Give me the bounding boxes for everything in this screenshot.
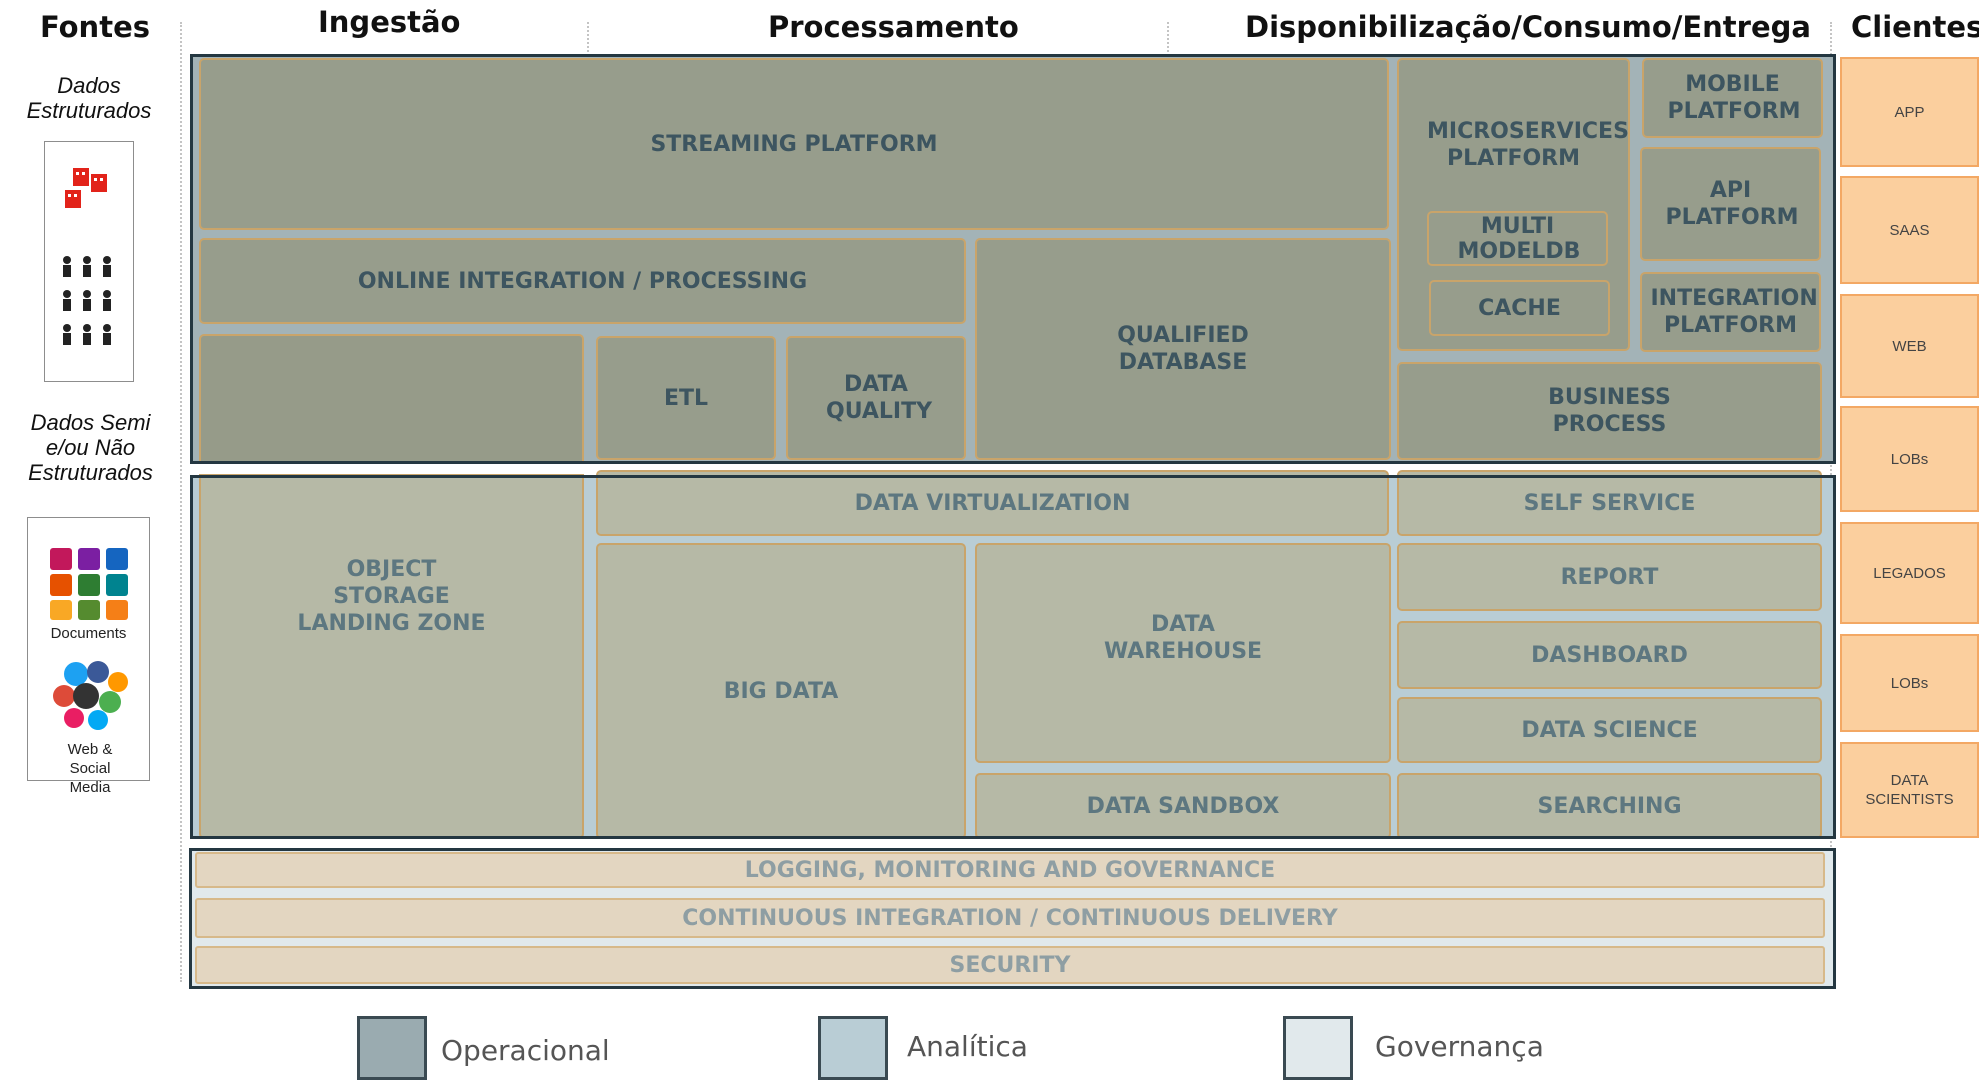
- web-social-caption: Web & Social Media: [67, 741, 113, 796]
- object-storage-top-box: [199, 334, 584, 464]
- searching-label: SEARCHING: [1537, 793, 1682, 819]
- client-legados: LEGADOS: [1840, 522, 1979, 624]
- self-service-box: SELF SERVICE: [1397, 470, 1822, 536]
- report-box: REPORT: [1397, 543, 1822, 611]
- unstructured-sources-panel: Documents Web & Social Media: [27, 517, 150, 796]
- client-web: WEB: [1840, 294, 1979, 398]
- data-virtualization-box: DATA VIRTUALIZATION: [596, 470, 1389, 536]
- data-science-box: DATA SCIENCE: [1397, 697, 1822, 763]
- etl-box: ETL: [596, 336, 776, 460]
- data-virtualization-label: DATA VIRTUALIZATION: [854, 490, 1131, 516]
- client-app: APP: [1840, 57, 1979, 167]
- logging-governance-label: LOGGING, MONITORING AND GOVERNANCE: [744, 857, 1276, 883]
- legend-label-analitica: Analítica: [907, 1030, 1028, 1063]
- document-app-icons: [50, 548, 128, 620]
- report-label: REPORT: [1560, 564, 1659, 590]
- client-saas-label: SAAS: [1889, 221, 1930, 239]
- searching-box: SEARCHING: [1397, 773, 1822, 839]
- multi-modeldb-box: MULTI MODELDB: [1427, 211, 1608, 266]
- cicd-bar: CONTINUOUS INTEGRATION / CONTINUOUS DELI…: [195, 898, 1825, 938]
- legend-swatch-analitica: [818, 1016, 888, 1080]
- analytical-frame: [190, 475, 1836, 839]
- client-app-label: APP: [1894, 103, 1925, 121]
- integration-platform-label: INTEGRATION PLATFORM: [1650, 286, 1818, 338]
- header-fontes: Fontes: [40, 10, 150, 44]
- multi-modeldb-label: MULTI MODELDB: [1457, 213, 1581, 264]
- object-storage-label: OBJECT STORAGE LANDING ZONE: [297, 557, 486, 636]
- dashboard-label: DASHBOARD: [1531, 642, 1688, 668]
- social-media-icons: [53, 661, 128, 730]
- people-network-icons: [63, 256, 111, 345]
- governance-frame: [189, 848, 1836, 989]
- building-icons: [65, 168, 107, 208]
- client-legados-label: LEGADOS: [1873, 564, 1946, 582]
- documents-caption: Documents: [50, 625, 127, 642]
- data-warehouse-box: DATA WAREHOUSE: [975, 543, 1391, 763]
- integration-platform-box: INTEGRATION PLATFORM: [1640, 272, 1821, 352]
- business-process-box: BUSINESS PROCESS: [1397, 362, 1822, 460]
- api-platform-box: API PLATFORM: [1640, 147, 1821, 261]
- legend-swatch-governanca: [1283, 1016, 1353, 1080]
- mobile-platform-box: MOBILE PLATFORM: [1642, 58, 1823, 138]
- online-integration-box: ONLINE INTEGRATION / PROCESSING: [199, 238, 966, 324]
- microservices-platform-label: MICROSERVICES PLATFORM: [1427, 119, 1629, 171]
- client-data-scientists: DATA SCIENTISTS: [1840, 742, 1979, 838]
- data-sandbox-box: DATA SANDBOX: [975, 773, 1391, 839]
- header-processamento: Processamento: [768, 10, 1019, 44]
- data-quality-label: DATA QUALITY: [826, 372, 933, 424]
- client-lobs: LOBs: [1840, 406, 1979, 512]
- client-lobs-2-label: LOBs: [1890, 674, 1929, 692]
- cicd-label: CONTINUOUS INTEGRATION / CONTINUOUS DELI…: [682, 905, 1338, 931]
- legend-label-governanca: Governança: [1375, 1030, 1544, 1063]
- data-sandbox-label: DATA SANDBOX: [1086, 793, 1280, 819]
- etl-label: ETL: [663, 385, 709, 411]
- cache-label: CACHE: [1478, 295, 1561, 321]
- security-label: SECURITY: [949, 952, 1071, 978]
- header-disponibilizacao: Disponibilização/Consumo/Entrega: [1245, 10, 1811, 44]
- qualified-database-box: QUALIFIED DATABASE: [975, 238, 1391, 460]
- logging-governance-bar: LOGGING, MONITORING AND GOVERNANCE: [195, 852, 1825, 888]
- structured-data-label: Dados Estruturados: [26, 73, 152, 123]
- unstructured-data-label: Dados Semi e/ou Não Estruturados: [28, 410, 153, 485]
- big-data-label: BIG DATA: [723, 678, 839, 704]
- dashboard-box: DASHBOARD: [1397, 621, 1822, 689]
- cache-box: CACHE: [1429, 280, 1610, 336]
- client-data-scientists-label: DATA SCIENTISTS: [1865, 772, 1954, 808]
- data-science-label: DATA SCIENCE: [1521, 717, 1698, 743]
- legend-label-operacional: Operacional: [441, 1034, 610, 1067]
- column-separator: [587, 22, 589, 52]
- structured-sources-panel: [44, 141, 134, 382]
- api-platform-label: API PLATFORM: [1665, 178, 1799, 230]
- streaming-platform-label: STREAMING PLATFORM: [650, 131, 938, 157]
- client-saas: SAAS: [1840, 176, 1979, 284]
- header-ingestao: Ingestão: [318, 5, 461, 39]
- header-clientes: Clientes: [1851, 10, 1979, 44]
- client-lobs-label: LOBs: [1890, 450, 1929, 468]
- client-lobs-2: LOBs: [1840, 634, 1979, 732]
- operational-frame: [190, 54, 1836, 464]
- security-bar: SECURITY: [195, 946, 1825, 984]
- data-quality-box: DATA QUALITY: [786, 336, 966, 460]
- data-warehouse-label: DATA WAREHOUSE: [1103, 612, 1263, 664]
- column-separator: [1167, 22, 1169, 52]
- mobile-platform-label: MOBILE PLATFORM: [1667, 72, 1801, 124]
- online-integration-label: ONLINE INTEGRATION / PROCESSING: [357, 268, 808, 294]
- legend-swatch-operacional: [357, 1016, 427, 1080]
- self-service-label: SELF SERVICE: [1523, 490, 1696, 516]
- column-separator: [180, 22, 182, 982]
- qualified-database-label: QUALIFIED DATABASE: [1117, 323, 1249, 375]
- streaming-platform-box: STREAMING PLATFORM: [199, 58, 1389, 230]
- business-process-label: BUSINESS PROCESS: [1548, 385, 1671, 437]
- big-data-box: BIG DATA: [596, 543, 966, 839]
- client-web-label: WEB: [1892, 337, 1927, 355]
